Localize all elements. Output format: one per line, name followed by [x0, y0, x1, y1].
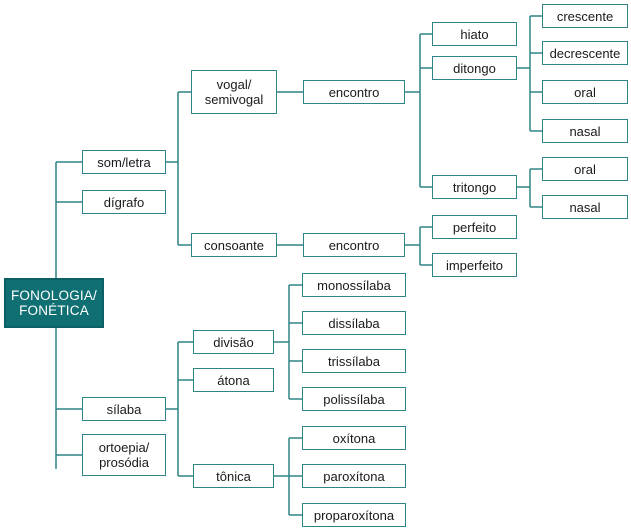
node-vogal-semivogal-label: vogal/ semivogal	[204, 77, 264, 107]
root-label: FONOLOGIA/ FONÉTICA	[10, 288, 97, 318]
node-crescente-label: crescente	[556, 8, 614, 24]
node-paroxitona: paroxítona	[302, 464, 406, 488]
node-ditongo-nasal-label: nasal	[569, 123, 601, 139]
node-perfeito: perfeito	[432, 215, 517, 239]
node-tritongo-nasal: nasal	[542, 195, 628, 219]
node-ortoepia-prosodia: ortoepia/ prosódia	[82, 434, 166, 476]
node-tritongo-oral-label: oral	[574, 161, 596, 177]
node-oxitona-label: oxítona	[332, 430, 376, 446]
node-ortoepia-prosodia-label: ortoepia/ prosódia	[98, 440, 150, 470]
node-hiato: hiato	[432, 22, 517, 46]
node-atona-label: átona	[217, 372, 250, 388]
node-som-letra-label: som/letra	[97, 154, 151, 170]
node-tonica-label: tônica	[216, 468, 251, 484]
node-polissilaba-label: polissílaba	[323, 391, 385, 407]
node-monossilaba: monossílaba	[302, 273, 406, 297]
node-polissilaba: polissílaba	[302, 387, 406, 411]
node-ditongo-nasal: nasal	[542, 119, 628, 143]
node-digrafo: dígrafo	[82, 190, 166, 214]
node-encontro-vogal-label: encontro	[328, 84, 380, 100]
node-ditongo-oral: oral	[542, 80, 628, 104]
node-ditongo-oral-label: oral	[574, 84, 596, 100]
node-atona: átona	[193, 368, 274, 392]
node-monossilaba-label: monossílaba	[317, 277, 391, 293]
node-tritongo: tritongo	[432, 175, 517, 199]
node-proparoxitona: proparoxítona	[302, 503, 406, 527]
node-tonica: tônica	[193, 464, 274, 488]
node-encontro-consoante: encontro	[303, 233, 405, 257]
node-dissilaba: dissílaba	[302, 311, 406, 335]
node-crescente: crescente	[542, 4, 628, 28]
node-imperfeito: imperfeito	[432, 253, 517, 277]
node-som-letra: som/letra	[82, 150, 166, 174]
node-trissilaba: trissílaba	[302, 349, 406, 373]
node-silaba: sílaba	[82, 397, 166, 421]
node-divisao-label: divisão	[213, 334, 254, 350]
node-trissilaba-label: trissílaba	[327, 353, 381, 369]
node-consoante: consoante	[191, 233, 277, 257]
node-tritongo-label: tritongo	[452, 179, 497, 195]
node-decrescente-label: decrescente	[549, 45, 621, 61]
node-vogal-semivogal: vogal/ semivogal	[191, 70, 277, 114]
node-imperfeito-label: imperfeito	[445, 257, 504, 273]
node-ditongo: ditongo	[432, 56, 517, 80]
root-node-fonologia-fonetica: FONOLOGIA/ FONÉTICA	[4, 278, 104, 328]
node-tritongo-oral: oral	[542, 157, 628, 181]
node-tritongo-nasal-label: nasal	[569, 199, 601, 215]
node-perfeito-label: perfeito	[452, 219, 497, 235]
node-ditongo-label: ditongo	[453, 60, 496, 76]
node-digrafo-label: dígrafo	[103, 194, 145, 210]
node-encontro-vogal: encontro	[303, 80, 405, 104]
node-hiato-label: hiato	[460, 26, 489, 42]
node-consoante-label: consoante	[204, 237, 264, 253]
node-paroxitona-label: paroxítona	[323, 468, 385, 484]
node-proparoxitona-label: proparoxítona	[313, 507, 395, 523]
node-silaba-label: sílaba	[106, 401, 142, 417]
node-divisao: divisão	[193, 330, 274, 354]
node-encontro-consoante-label: encontro	[328, 237, 380, 253]
node-decrescente: decrescente	[542, 41, 628, 65]
node-dissilaba-label: dissílaba	[328, 315, 380, 331]
node-oxitona: oxítona	[302, 426, 406, 450]
